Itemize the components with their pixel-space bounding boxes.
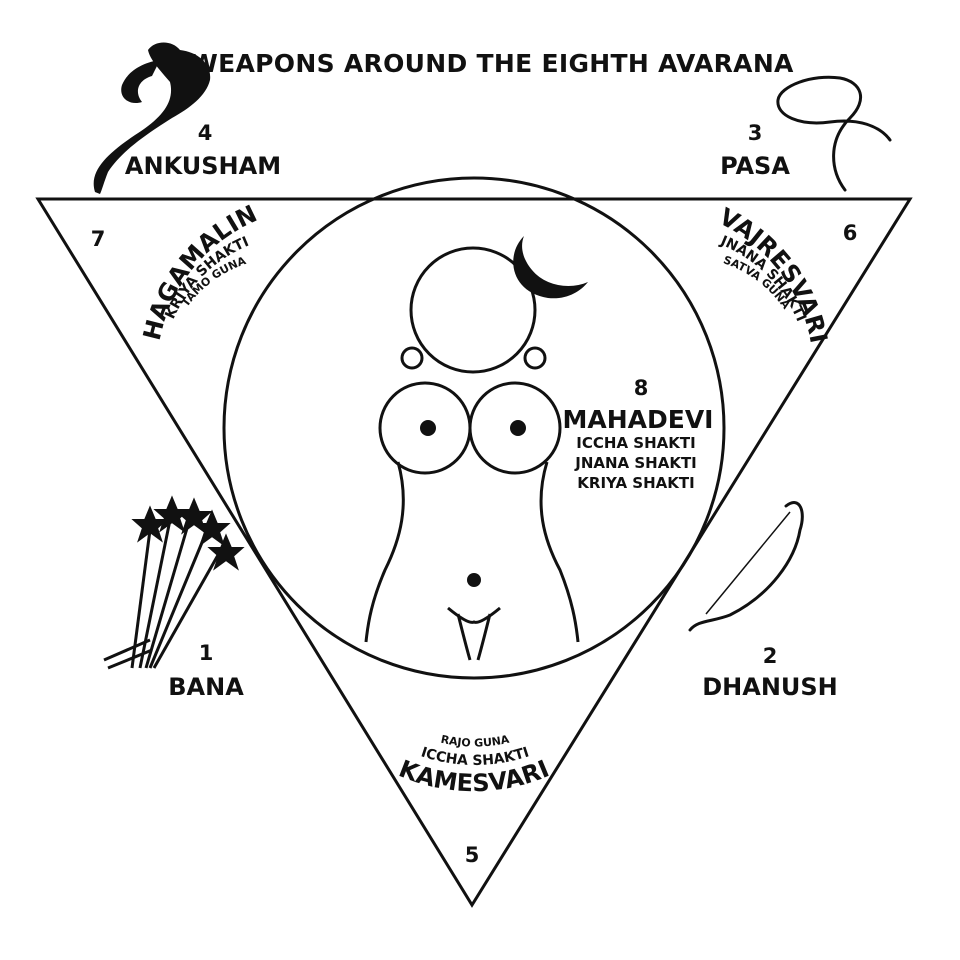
dhanush-number: 2 [763,644,778,668]
mahadevi-shakti-jnana: JNANA SHAKTI [574,454,697,472]
ankusham-number: 4 [198,121,213,145]
dhanush-label: DHANUSH [702,673,838,701]
mahadevi-shakti-iccha: ICCHA SHAKTI [576,434,695,452]
central-circle [222,176,726,680]
mahadevi-shakti-kriya: KRIYA SHAKTI [577,474,694,492]
vajresvari-number: 6 [843,221,858,245]
bhagamalini-number: 7 [91,227,106,251]
bana-number: 1 [199,641,214,665]
ankusham-label: ANKUSHAM [125,152,281,180]
arrows-icon [103,495,245,670]
crescent-moon-icon [513,236,588,299]
goddess-figure-icon [364,246,580,661]
mahadevi-number: 8 [634,376,649,400]
pasa-label: PASA [720,152,790,180]
elephant-goad-icon [93,42,211,194]
pasa-number: 3 [748,121,763,145]
noose-icon [776,75,892,192]
mahadevi-name: MAHADEVI [563,405,714,434]
kamesvari-guna: RAJO GUNA [440,733,511,750]
bow-icon [688,501,804,632]
diagram-title: WEAPONS AROUND THE EIGHTH AVARANA [190,49,794,78]
bana-label: BANA [168,673,244,701]
kamesvari-number: 5 [465,843,480,867]
